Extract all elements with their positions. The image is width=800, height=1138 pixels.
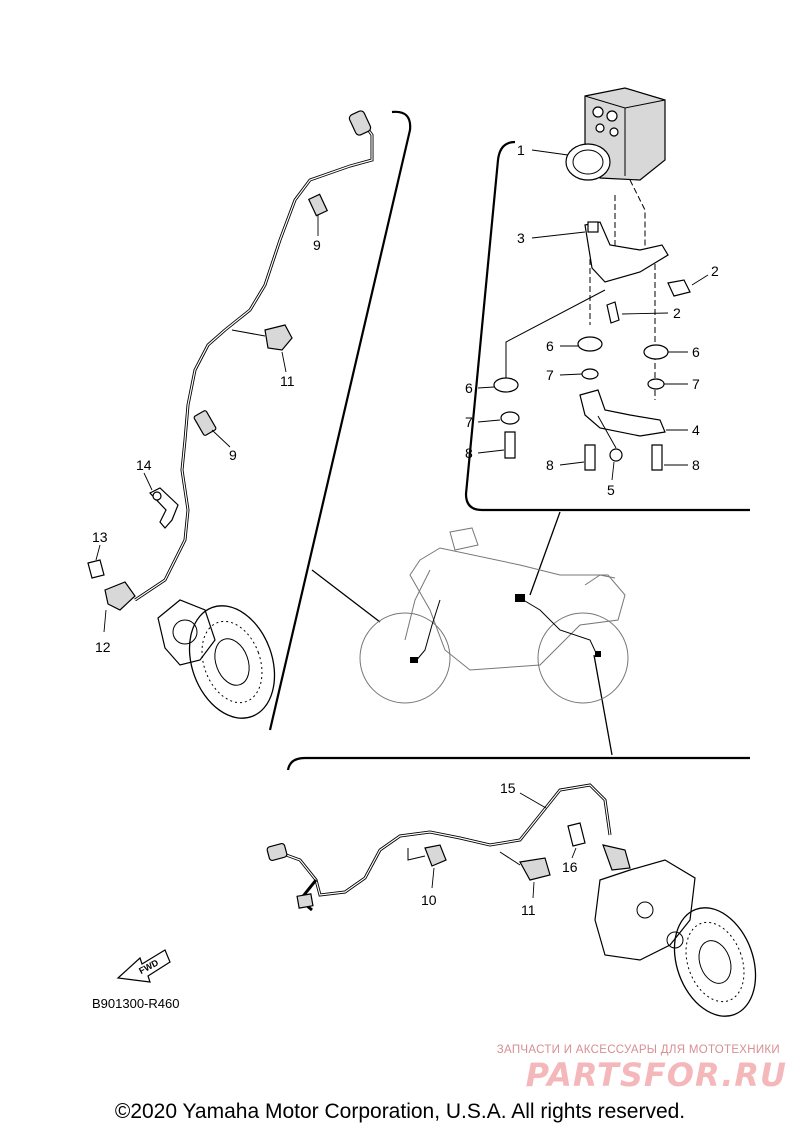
callout-4: 4 [692,422,700,438]
panel-frames [268,110,750,771]
callout-6-left: 6 [465,380,473,396]
front-abs-rotor [188,605,276,719]
front-wheel-sensor-harness [87,110,374,719]
callout-16: 16 [562,859,578,875]
callout-7-left: 7 [465,414,473,430]
nut-5 [609,448,623,462]
collar-7-right [647,378,665,390]
rear-wheel-outline [537,612,629,704]
callout-10: 10 [421,892,437,908]
front-harness-connector [348,110,372,136]
bolt-8-left [504,431,516,459]
callout-8-left: 8 [465,445,473,461]
pointer-front-sensor [311,569,381,623]
damper-6-center [577,336,603,352]
abs-motor-housing [565,143,611,181]
callout-8-center: 8 [546,457,554,473]
callout-1: 1 [517,142,525,158]
callout-6-center: 6 [546,338,554,354]
rear-caliper-bracket [594,859,696,961]
abs-panel-frame [464,140,750,512]
watermark-tagline: ЗАПЧАСТИ И АКСЕССУАРЫ ДЛЯ МОТОТЕХНИКИ [496,1044,780,1056]
front-wheel-sensor-12 [104,581,136,611]
callout-7-center: 7 [546,367,554,383]
bottom-panel-frame [286,756,750,771]
bolt-13 [87,559,105,579]
harness-clamp-9-upper [307,193,329,217]
copyright-notice: ©2020 Yamaha Motor Corporation, U.S.A. A… [114,1100,686,1123]
rear-harness-connector [266,842,288,862]
harness-clamp-10 [424,844,447,867]
left-panel-frame [268,110,412,731]
callout-2-lower: 2 [673,305,681,321]
collar-7-center [581,368,599,380]
abs-hydraulic-unit-assembly [493,87,691,471]
rear-callouts: 15 10 11 16 [421,780,578,918]
abs-bracket-3 [584,221,669,283]
callout-9-upper: 9 [313,237,321,253]
callout-13: 13 [92,529,108,545]
left-callouts: 9 11 9 14 13 12 [92,215,321,655]
harness-clamp-11-rear [519,857,551,881]
pointer-abs-unit [529,511,561,596]
rear-abs-rotor [673,907,757,1017]
damper-6-left [493,377,519,393]
abs-lower-bracket-4 [579,389,666,437]
callout-14: 14 [136,457,152,473]
bolt-8-right [651,444,663,471]
motorcycle-outline [359,527,629,704]
rear-wheel-sensor-harness [266,783,757,1017]
fwd-direction-arrow: FWD [116,949,171,983]
rear-harness-terminal [296,893,314,909]
callout-9-lower: 9 [229,447,237,463]
callout-15: 15 [500,780,516,796]
callout-3: 3 [517,230,525,246]
harness-clamp-9-lower [193,410,217,436]
rear-wheel-sensor [602,844,631,871]
callout-8-right: 8 [692,457,700,473]
front-wheel-outline [359,612,451,704]
callout-5: 5 [607,482,615,498]
abs-callouts: 1 3 2 2 6 6 6 7 7 7 4 8 8 8 5 [465,142,719,498]
bolt-16 [567,822,586,847]
callout-12: 12 [95,639,111,655]
bolt-2-right [667,279,691,297]
bolt-2-lower [606,301,620,324]
diagram-code: B901300-R460 [92,996,180,1011]
harness-clamp-11-front [264,324,293,351]
callout-11-front: 11 [280,373,295,389]
watermark-logo: PARTSFOR.RU [525,1056,787,1094]
front-caliper-bracket [157,599,216,666]
bolt-8-center [584,444,596,471]
callout-7-right: 7 [692,376,700,392]
callout-6-right: 6 [692,344,700,360]
callout-2-right: 2 [711,263,719,279]
pointer-rear-sensor [593,654,613,756]
callout-11-rear: 11 [521,902,536,918]
collar-7-left [500,411,520,425]
damper-6-right [643,344,669,360]
